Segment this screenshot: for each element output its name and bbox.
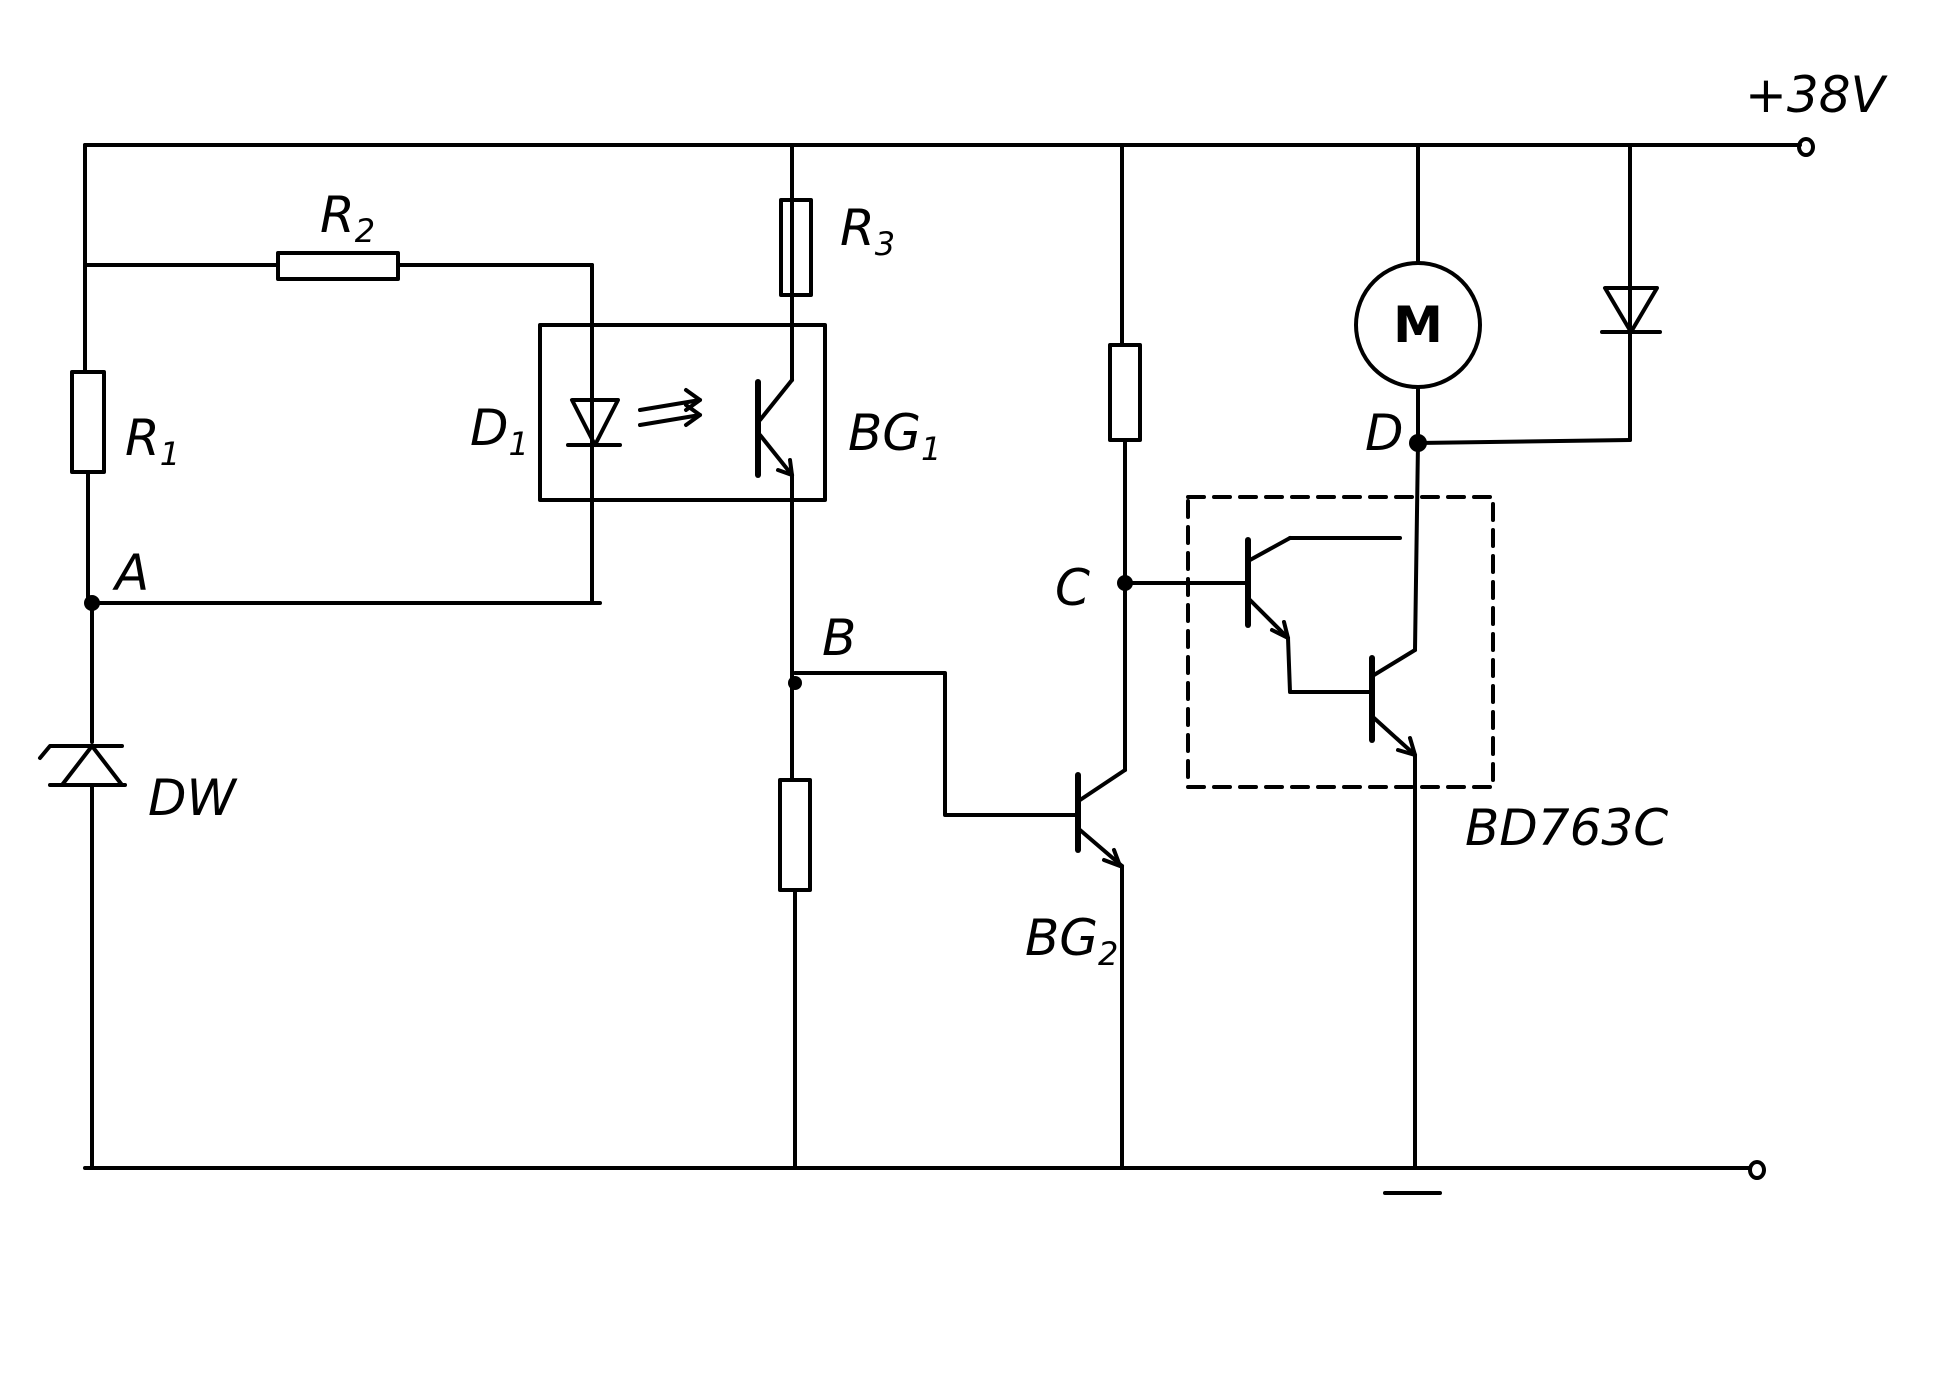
node-c-label: C bbox=[1055, 559, 1090, 617]
darlington-transistor-1 bbox=[1245, 536, 1402, 694]
node-b-label: B bbox=[822, 609, 856, 667]
r2-label: R2 bbox=[320, 186, 375, 250]
node-a-label: A bbox=[112, 544, 149, 602]
node-b bbox=[788, 676, 802, 690]
resistor-lower bbox=[778, 778, 812, 892]
wire-d-darlington bbox=[1413, 441, 1420, 652]
darlington-label: BD763C bbox=[1465, 799, 1668, 857]
node-d-label: D bbox=[1365, 404, 1404, 462]
resistor-collector bbox=[1108, 343, 1142, 442]
r1-label: R1 bbox=[125, 409, 180, 473]
zener-dw bbox=[38, 744, 127, 787]
darlington-box bbox=[1186, 495, 1495, 789]
freewheel-diode bbox=[1600, 143, 1662, 442]
darlington-transistor-2 bbox=[1369, 648, 1417, 757]
wire-d-diode bbox=[1416, 438, 1632, 445]
supply-label: +38V bbox=[1745, 66, 1889, 124]
phototransistor-bg1 bbox=[755, 143, 794, 478]
transistor-bg2 bbox=[1075, 768, 1127, 1170]
supply-rail bbox=[83, 137, 1815, 157]
bg1-label: BG1 bbox=[848, 404, 941, 468]
resistor-r1 bbox=[70, 370, 106, 474]
bg2-label: BG2 bbox=[1025, 909, 1118, 973]
resistor-r2 bbox=[276, 251, 400, 281]
d1-label: D1 bbox=[470, 399, 529, 463]
ground-rail bbox=[83, 1160, 1766, 1195]
led-d1 bbox=[566, 393, 622, 605]
optocoupler-box bbox=[538, 323, 827, 502]
resistor-r3 bbox=[779, 198, 813, 297]
dw-label: DW bbox=[148, 769, 238, 827]
wire-b-bg2 bbox=[793, 671, 1077, 817]
light-arrows bbox=[638, 388, 702, 427]
motor-label: M bbox=[1393, 296, 1443, 354]
r3-label: R3 bbox=[840, 199, 895, 263]
